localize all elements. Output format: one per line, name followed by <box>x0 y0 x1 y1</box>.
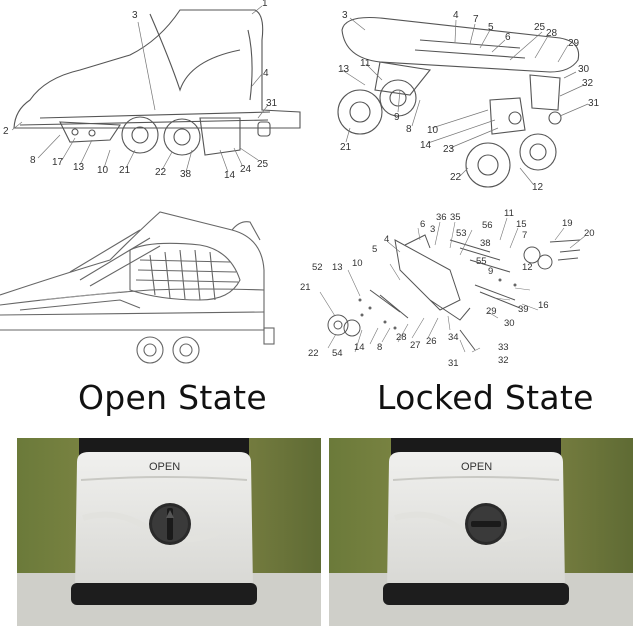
callout: 9 <box>488 266 493 277</box>
callout: 14 <box>420 140 432 151</box>
callout: 55 <box>476 256 487 267</box>
callout: 28 <box>396 332 407 343</box>
callout: 30 <box>578 64 590 75</box>
callout: 2 <box>3 126 9 137</box>
locked-state-caption: Locked State <box>377 378 594 417</box>
callout: 25 <box>534 22 546 33</box>
callout: 15 <box>516 219 527 230</box>
callout: 13 <box>332 262 343 273</box>
callout: 6 <box>420 219 425 230</box>
callout: 16 <box>538 300 549 311</box>
callout: 31 <box>266 98 278 109</box>
parts-exploded-diagram: 6 36 35 11 15 19 20 4 3 53 56 7 5 52 13 … <box>300 208 595 369</box>
callout: 10 <box>97 165 109 176</box>
callout: 22 <box>450 172 462 183</box>
callout: 12 <box>532 182 544 193</box>
callout: 11 <box>360 58 371 69</box>
callout: 9 <box>394 112 400 123</box>
callout: 14 <box>224 170 236 181</box>
exploded-frame-drawing: 3 4 7 5 6 28 25 29 30 32 31 13 11 9 8 10… <box>337 10 600 193</box>
callout: 31 <box>588 98 600 109</box>
callout: 33 <box>498 342 509 353</box>
callout: 34 <box>448 332 459 343</box>
side-view-drawing: 3 1 4 2 8 17 13 10 21 22 38 14 24 25 31 <box>3 0 301 181</box>
callout: 29 <box>568 38 580 49</box>
callout: 1 <box>262 0 268 9</box>
callout: 17 <box>52 157 64 168</box>
callout: 20 <box>584 228 595 239</box>
callout: 4 <box>263 68 269 79</box>
callout: 21 <box>119 165 131 176</box>
callout: 54 <box>332 348 343 359</box>
locked-state-photo: OPEN <box>329 438 633 626</box>
callout: 39 <box>518 304 529 315</box>
callout: 8 <box>377 342 382 353</box>
callout: 3 <box>132 10 138 21</box>
callout: 7 <box>473 14 479 25</box>
open-state-caption: Open State <box>78 378 267 417</box>
callout: 36 <box>436 212 447 223</box>
callout: 31 <box>448 358 459 369</box>
callout: 13 <box>73 162 85 173</box>
open-state-photo: OPEN <box>17 438 321 626</box>
callout: 29 <box>486 306 497 317</box>
lock-open-knob-icon <box>149 503 191 545</box>
callout: 22 <box>308 348 319 359</box>
callout: 32 <box>582 78 594 89</box>
callout: 5 <box>488 22 494 33</box>
callout: 11 <box>504 208 514 219</box>
callout: 38 <box>180 169 192 180</box>
callout: 21 <box>340 142 352 153</box>
callout: 4 <box>384 234 389 245</box>
callout: 6 <box>505 32 511 43</box>
callout: 19 <box>562 218 573 229</box>
callout: 10 <box>352 258 363 269</box>
callout: 21 <box>300 282 311 293</box>
callout: 28 <box>546 28 558 39</box>
callout: 13 <box>338 64 350 75</box>
callout: 38 <box>480 238 491 249</box>
callout: 25 <box>257 159 269 170</box>
callout: 7 <box>522 230 527 241</box>
lock-closed-knob-icon <box>465 503 507 545</box>
callout: 3 <box>342 10 348 21</box>
housing-label: OPEN <box>461 461 492 473</box>
callout: 4 <box>453 10 459 21</box>
callout: 53 <box>456 228 467 239</box>
callout: 22 <box>155 167 167 178</box>
callout: 27 <box>410 340 421 351</box>
callout: 12 <box>522 262 533 273</box>
callout: 32 <box>498 355 509 366</box>
callout: 8 <box>406 124 412 135</box>
callout: 26 <box>426 336 437 347</box>
housing-label: OPEN <box>149 461 180 473</box>
callout: 56 <box>482 220 493 231</box>
callout: 8 <box>30 155 36 166</box>
callout: 10 <box>427 125 439 136</box>
callout: 23 <box>443 144 455 155</box>
callout: 3 <box>430 224 435 235</box>
callout: 52 <box>312 262 323 273</box>
callout: 5 <box>372 244 377 255</box>
callout: 35 <box>450 212 461 223</box>
callout: 14 <box>354 342 365 353</box>
sneaker-sketch <box>0 211 275 364</box>
callout: 24 <box>240 164 252 175</box>
callout: 30 <box>504 318 515 329</box>
